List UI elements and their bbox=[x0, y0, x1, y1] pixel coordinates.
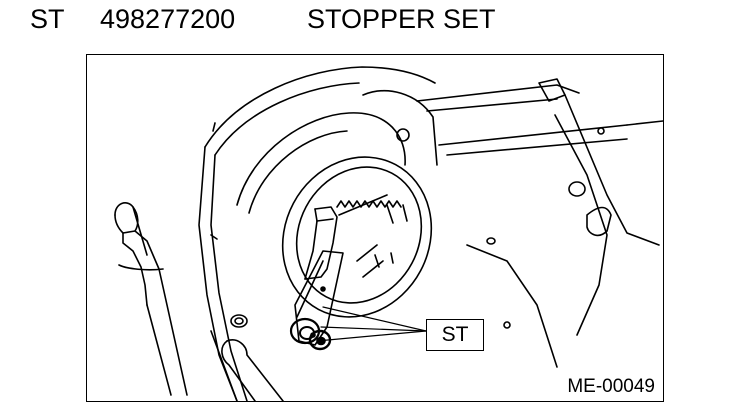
tool-code: ST bbox=[30, 4, 65, 34]
tool-name: STOPPER SET bbox=[307, 4, 496, 34]
engine-stopper-illustration bbox=[114, 66, 663, 401]
illustration-frame: ST ME-00049 bbox=[86, 54, 664, 402]
st-callout-label: ST bbox=[426, 319, 484, 351]
part-number: 498277200 bbox=[100, 4, 236, 34]
figure-id: ME-00049 bbox=[567, 376, 655, 397]
